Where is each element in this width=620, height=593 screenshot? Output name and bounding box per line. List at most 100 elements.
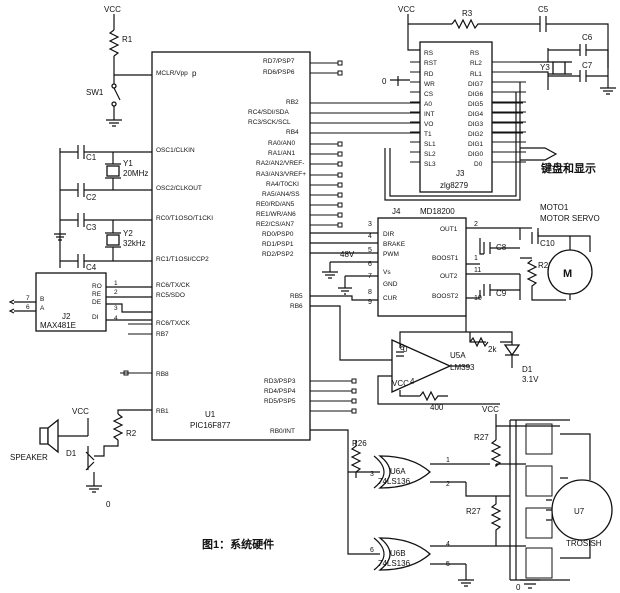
j3-pin-l9: SL1 [424, 141, 436, 148]
figure-caption: 图1：系统硬件 [202, 537, 274, 551]
d1-voltage: 3.1V [522, 375, 539, 384]
motor-name: MOTOR SERVO [540, 214, 600, 223]
bottom-ground-label-1: 0 [106, 500, 111, 509]
r26-label: R26 [352, 439, 367, 448]
j4-motor-driver: J4 MD18200 DIR BRAKE PWM Vs GND CUR OUT1… [310, 203, 600, 361]
j2-rs485-transceiver: MAX481E J2 RO RE DE DI B A 7 6 1 2 3 4 [8, 272, 152, 332]
u1-pin-rd7: RD7/PSP7 [263, 58, 295, 65]
u1-pin-rc6b: RC6/TX/CK [156, 320, 191, 327]
j2-pin-di: DI [92, 314, 99, 321]
u1-pin-rc1: RC1/T1OSI/CCP2 [156, 256, 209, 263]
sw1-contact-top [111, 83, 117, 89]
c4-capacitor [77, 254, 85, 268]
u1-pin-osc2: OSC2/CLKOUT [156, 185, 202, 192]
d1-speaker-label: D1 [66, 449, 77, 458]
speaker-cone-icon [47, 418, 59, 454]
u1-pin-rd1: RD1/PSP1 [262, 241, 294, 248]
ground-icon [106, 119, 122, 127]
j2-pinnum-3: 3 [114, 305, 118, 312]
j3-pin-r10: DIG0 [468, 151, 484, 158]
j4-pinnum-9: 9 [368, 299, 372, 306]
d1-label: D1 [522, 365, 533, 374]
j3-pin-l1: RST [424, 60, 437, 67]
c5-capacitor [539, 16, 547, 32]
r3-label: R3 [462, 9, 473, 18]
j2-pin-re: RE [92, 291, 102, 298]
j4-pinnum-8: 8 [368, 289, 372, 296]
speaker-icon [39, 427, 49, 445]
motor-ref: MOTO1 [540, 203, 569, 212]
j3-pin-l4: CS [424, 91, 434, 98]
j4-ref: J4 [392, 207, 401, 216]
vcc-label-4: VCC [392, 379, 409, 388]
j3-pin-l8: T1 [424, 131, 432, 138]
speaker-circuit: SPEAKER VCC R2 D1 [10, 407, 152, 493]
j4-pinnum-11: 11 [474, 267, 481, 274]
c6-label: C6 [582, 33, 593, 42]
u6a-pin-2: 2 [446, 481, 450, 488]
j3-pin-r8: DIG2 [468, 131, 484, 138]
j3-pin-l6: INT [424, 111, 435, 118]
u1-pin-re1: RE1/WR/AN6 [256, 211, 296, 218]
c1-capacitor [77, 145, 85, 159]
ground-icon [520, 579, 540, 589]
u6a-pin-3: 3 [370, 471, 374, 478]
r22-label: R22 [538, 261, 553, 270]
j2-pinnum-4: 4 [114, 315, 118, 322]
voltage-label: 48V [340, 250, 355, 259]
y2-crystal [106, 234, 120, 246]
u1-pin-rc3: RC3/SCK/SCL [248, 119, 291, 126]
u1-pin-re0: RE0/RD/AN5 [256, 201, 295, 208]
connector-box-3 [525, 507, 553, 539]
u1-mclr-num: p [192, 69, 197, 78]
u1-pin-rd3: RD3/PSP3 [264, 378, 296, 385]
j3-right-pins: RS RL2 RL1 DIG7 DIG6 DIG5 DIG4 DIG3 DIG2… [468, 50, 484, 168]
u1-pin-ra0: RA0/AN0 [268, 140, 295, 147]
u1-pin-rb7: RB7 [156, 331, 169, 338]
u1-pin-rd5: RD5/PSP5 [264, 398, 296, 405]
ground-icon [338, 287, 352, 295]
j3-pin-r3: DIG7 [468, 81, 484, 88]
u6a-part: 74LS136 [378, 477, 411, 486]
y3-label: Y3 [540, 63, 550, 72]
j2-pinnum-7: 7 [26, 295, 30, 302]
u5a-pinnum-8: 8 [400, 343, 405, 352]
j2-pin-de: DE [92, 299, 102, 306]
j2-body [35, 272, 107, 332]
sensor-name: TROSISH [566, 539, 602, 548]
vcc-label-3: VCC [398, 5, 415, 14]
u1-pin-rb5: RB5 [290, 293, 303, 300]
c6-capacitor [579, 44, 587, 56]
d1-led-icon [503, 344, 521, 357]
u6b-pin-4: 4 [446, 541, 450, 548]
j3-pin-r11: D0 [474, 161, 483, 168]
u6-xor-gates: U6A 74LS136 1 2 3 U6B 74LS136 4 5 6 R26 … [310, 405, 613, 589]
j4-pinnum-3: 3 [368, 221, 372, 228]
sw1-label: SW1 [86, 88, 104, 97]
u5a-pinnum-4: 4 [410, 377, 415, 386]
y1-frequency: 20MHz [123, 169, 148, 178]
u1-pin-ra4: RA4/T0CKI [266, 181, 299, 188]
u1-pin-rb4: RB4 [286, 129, 299, 136]
j4-pin-pwm: PWM [383, 251, 399, 258]
ground-icon [86, 485, 102, 493]
u6a-ref: U6A [390, 467, 406, 476]
j4-pin-gnd: GND [383, 281, 398, 288]
c9-capacitor [483, 284, 491, 296]
j3-pin-r5: DIG5 [468, 101, 484, 108]
j3-pin-r0: RS [470, 50, 480, 57]
c10-capacitor [531, 232, 539, 244]
j3-ref: J3 [456, 169, 465, 178]
j4-pinnum-1: 1 [474, 255, 478, 262]
j4-pin-dir: DIR [383, 231, 395, 238]
y1-crystal [106, 165, 120, 177]
j2-pin-b: B [40, 296, 44, 303]
u1-pin-ra3: RA3/AN3/VREF+ [256, 171, 306, 178]
j3-body [419, 41, 493, 193]
u1-pin-rb2: RB2 [286, 99, 299, 106]
j3-pin-r4: DIG6 [468, 91, 484, 98]
u1-pin-rd4: RD4/PSP4 [264, 388, 296, 395]
c8-capacitor [483, 242, 491, 254]
vcc-label-2: VCC [72, 407, 89, 416]
